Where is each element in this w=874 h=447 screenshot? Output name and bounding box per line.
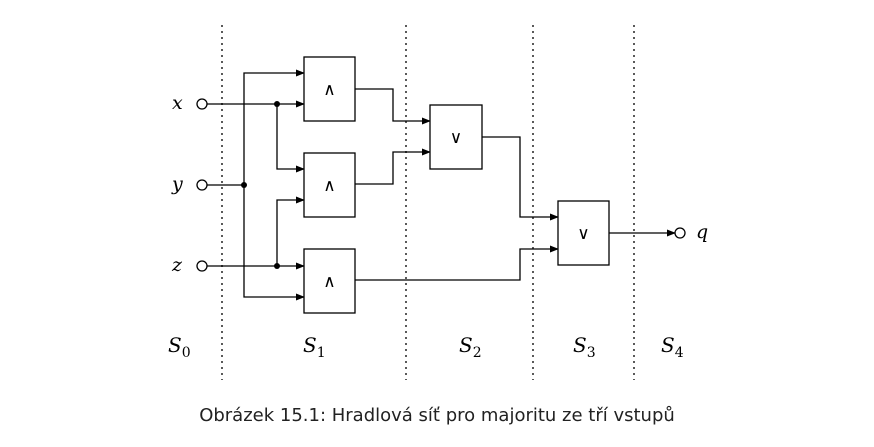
stage-label-3: S3 [573, 333, 596, 361]
and-gate-3: ∧ [303, 248, 356, 314]
or-gate-2: ∨ [557, 200, 610, 266]
wire-y-to-and1 [243, 69, 305, 185]
output-label-q: q [696, 221, 708, 243]
junction-y [241, 182, 247, 188]
wire-or1-to-or2 [482, 136, 559, 221]
and-symbol: ∧ [323, 80, 335, 100]
input-label-y: y [171, 173, 183, 195]
wire-x-to-and2 [276, 104, 305, 173]
figure-caption: Obrázek 15.1: Hradlová síť pro majoritu … [199, 405, 675, 426]
stage-label-1: S1 [303, 333, 326, 361]
output-terminal-q [674, 227, 686, 239]
input-terminal-y [196, 179, 208, 191]
or-gate-1: ∨ [429, 104, 483, 170]
wire-z-to-and2 [276, 196, 305, 266]
stage-label-0: S0 [168, 333, 191, 361]
junction-z [274, 263, 280, 269]
input-label-x: x [172, 92, 183, 114]
wire-y-to-and3 [243, 185, 305, 301]
input-terminal-x [196, 98, 208, 110]
or-symbol: ∨ [450, 128, 462, 148]
junction-x [274, 101, 280, 107]
wire-and1-to-or1 [355, 88, 431, 125]
stage-label-2: S2 [459, 333, 482, 361]
and-gate-2: ∧ [303, 152, 356, 218]
wire-and2-to-or1 [355, 148, 431, 185]
stage-label-4: S4 [661, 333, 684, 361]
and-gate-1: ∧ [303, 56, 356, 122]
input-terminal-z [196, 260, 208, 272]
input-label-z: z [171, 254, 183, 276]
or-symbol: ∨ [577, 224, 589, 244]
and-symbol: ∧ [323, 272, 335, 292]
and-symbol: ∧ [323, 176, 335, 196]
wire-and3-to-or2 [355, 245, 559, 281]
